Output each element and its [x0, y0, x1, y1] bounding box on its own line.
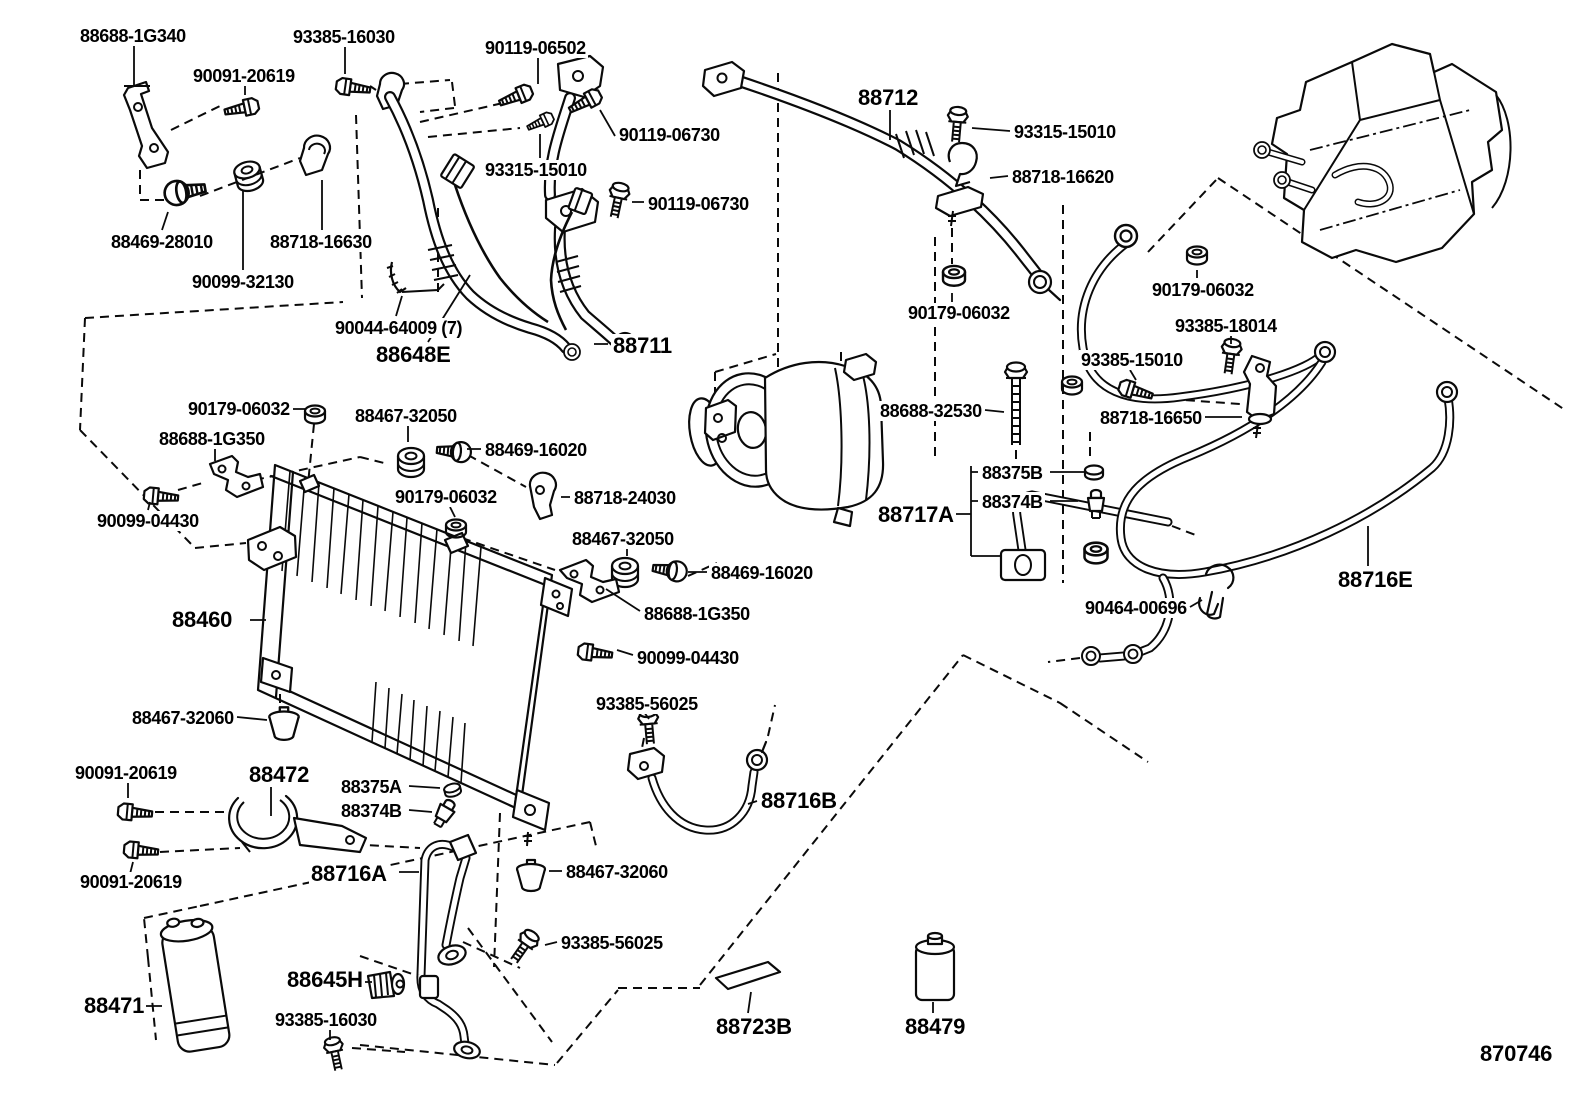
caution-plate-88723B [714, 960, 782, 991]
tube-88716A [321, 833, 481, 1074]
part-label-90119-06502: 90119-06502 [483, 38, 588, 58]
sight-glass-88645H [366, 970, 406, 1000]
part-label-90179-06032-4: 90179-06032 [393, 487, 499, 507]
part-label-90119-06730: 90119-06730 [617, 125, 722, 145]
part-label-93385-56025-2: 93385-56025 [559, 933, 665, 953]
part-label-88469-16020: 88469-16020 [709, 563, 815, 583]
part-label-88374B: 88374B [980, 492, 1045, 512]
service-parts-88375A-88374B [429, 781, 464, 831]
part-label-88688-1G350-2: 88688-1G350 [157, 429, 267, 449]
part-label-88718-24030: 88718-24030 [572, 488, 678, 508]
bracket-cluster-top-left [122, 71, 406, 209]
part-label-88467-32060: 88467-32060 [130, 708, 236, 728]
part-label-88479: 88479 [903, 1014, 968, 1039]
part-label-88460: 88460 [170, 607, 235, 632]
part-label-90099-04430: 90099-04430 [635, 648, 741, 668]
part-label-93315-15010-2: 93315-15010 [1012, 122, 1118, 142]
part-label-90091-20619-3: 90091-20619 [78, 872, 184, 892]
part-label-90099-04430-2: 90099-04430 [95, 511, 201, 531]
condenser-hardware [142, 404, 690, 968]
part-label-88469-16020-2: 88469-16020 [483, 440, 589, 460]
drawing-number: 870746 [1478, 1041, 1555, 1066]
element-88479 [914, 931, 956, 1002]
discharge-hose-88712 [701, 60, 1209, 302]
part-label-90179-06032-3: 90179-06032 [186, 399, 292, 419]
compressor [688, 352, 885, 528]
part-label-88467-32060-2: 88467-32060 [564, 862, 670, 882]
part-label-88471: 88471 [82, 993, 147, 1018]
part-label-88717A: 88717A [876, 502, 956, 527]
part-label-88375A: 88375A [339, 777, 404, 797]
part-label-88718-16620: 88718-16620 [1010, 167, 1116, 187]
part-label-88469-28010: 88469-28010 [109, 232, 215, 252]
part-label-88716E: 88716E [1336, 567, 1415, 592]
part-label-88723B: 88723B [714, 1014, 794, 1039]
part-label-88718-16630: 88718-16630 [268, 232, 374, 252]
part-label-88375B: 88375B [980, 463, 1045, 483]
part-label-90091-20619: 90091-20619 [191, 66, 297, 86]
receiver-drier-88471 [116, 794, 368, 1053]
suction-hose-assembly [384, 54, 637, 361]
part-label-88648E: 88648E [374, 342, 453, 367]
liquid-pipe-88716E [1076, 223, 1459, 666]
part-label-88688-1G350: 88688-1G350 [642, 604, 752, 624]
condenser-88460 [246, 463, 574, 847]
part-label-88472: 88472 [247, 762, 312, 787]
part-label-90091-20619-2: 90091-20619 [73, 763, 179, 783]
heater-unit [1253, 42, 1512, 264]
part-label-93385-15010: 93385-15010 [1079, 350, 1185, 370]
part-label-93385-18014: 93385-18014 [1173, 316, 1279, 336]
part-label-90099-32130: 90099-32130 [190, 272, 296, 292]
tube-88716B [626, 740, 769, 835]
part-label-90179-06032: 90179-06032 [906, 303, 1012, 323]
part-label-88688-32530: 88688-32530 [878, 401, 984, 421]
part-label-93315-15010: 93315-15010 [483, 160, 589, 180]
part-label-90464-00696: 90464-00696 [1083, 598, 1189, 618]
part-label-88688-1G340: 88688-1G340 [78, 26, 188, 46]
part-label-90179-06032-2: 90179-06032 [1150, 280, 1256, 300]
part-label-88716A: 88716A [309, 861, 389, 886]
part-label-88467-32050: 88467-32050 [570, 529, 676, 549]
part-label-93385-56025: 93385-56025 [594, 694, 700, 714]
part-label-88467-32050-2: 88467-32050 [353, 406, 459, 426]
part-label-93385-16030: 93385-16030 [291, 27, 397, 47]
part-label-88374B-2: 88374B [339, 801, 404, 821]
part-label-88718-16650: 88718-16650 [1098, 408, 1204, 428]
part-label-93385-16030-2: 93385-16030 [273, 1010, 379, 1030]
leader-lines [127, 46, 1369, 1040]
part-label-90119-06730-2: 90119-06730 [646, 194, 751, 214]
part-label-88716B: 88716B [759, 788, 839, 813]
part-label-88712: 88712 [856, 85, 921, 110]
part-label-90044-64009: 90044-64009 (7) [333, 318, 465, 338]
part-label-88711: 88711 [611, 333, 674, 358]
part-label-88645H: 88645H [285, 967, 365, 992]
